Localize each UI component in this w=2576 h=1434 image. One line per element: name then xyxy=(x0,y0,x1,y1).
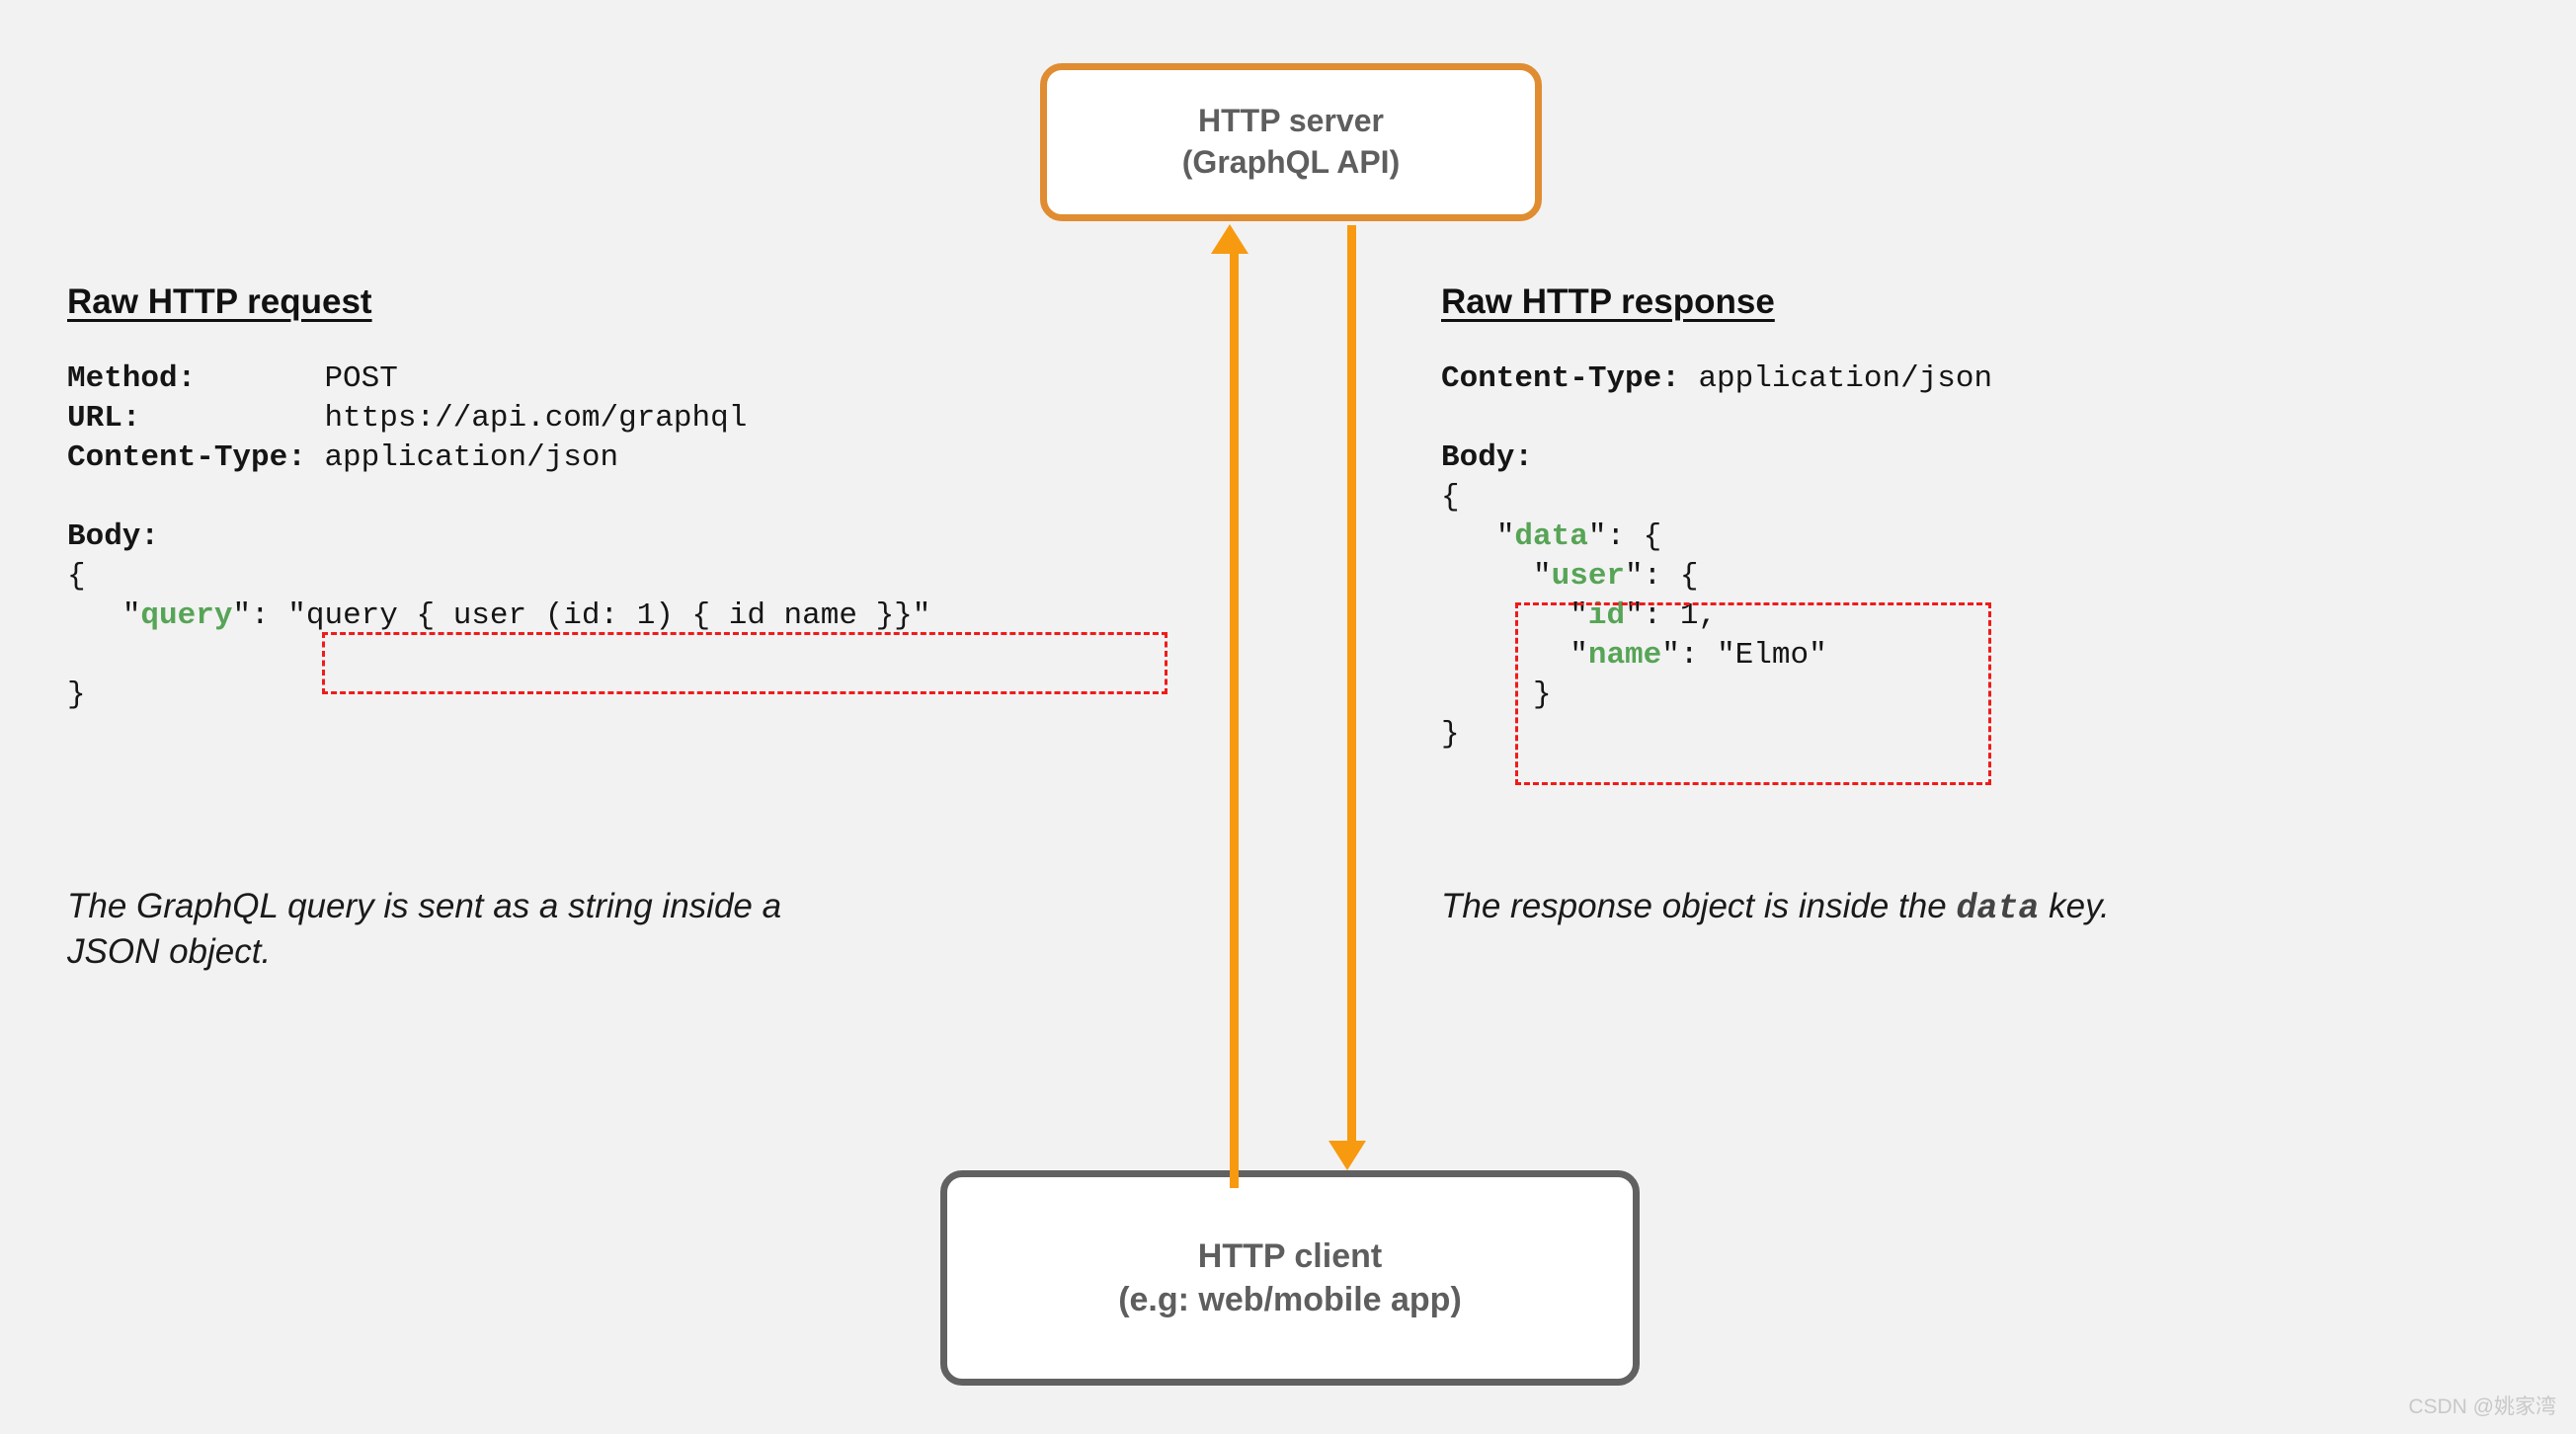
csdn-watermark: CSDN @姚家湾 xyxy=(2408,1395,2556,1418)
http-client-subtitle: (e.g: web/mobile app) xyxy=(1118,1281,1462,1318)
request-field-label-url: URL: xyxy=(67,401,325,436)
response-line-2-suffix: ": { xyxy=(1625,559,1699,594)
response-caption-before: The response object is inside the xyxy=(1441,887,1957,925)
request-key-quote-close: " xyxy=(232,598,252,633)
request-body-block: Body: { "query": "query { user (id: 1) {… xyxy=(67,518,930,715)
request-field-value-method: POST xyxy=(324,361,398,396)
http-server-title: HTTP server xyxy=(1198,103,1384,139)
response-json-key-id: id xyxy=(1587,598,1626,633)
response-line-1-indent xyxy=(1441,519,1496,554)
request-query-string-value: "query { user (id: 1) { id name }}" xyxy=(287,598,931,633)
http-server-node: HTTP server (GraphQL API) xyxy=(1040,63,1542,221)
request-field-value-content-type: application/json xyxy=(324,440,619,475)
response-line-1-prefix: " xyxy=(1495,519,1515,554)
response-line-4-suffix: ": "Elmo" xyxy=(1661,638,1827,673)
request-field-value-url: https://api.com/graphql xyxy=(324,401,748,436)
response-field-label-content-type: Content-Type: xyxy=(1441,361,1699,396)
request-field-label-content-type: Content-Type: xyxy=(67,440,325,475)
request-body-close-brace: } xyxy=(67,677,86,712)
response-caption-data-key: data xyxy=(1956,889,2040,928)
response-arrow-down-icon xyxy=(1328,1141,1366,1170)
response-line-5-prefix: } xyxy=(1533,677,1552,712)
request-heading: Raw HTTP request xyxy=(67,282,372,321)
request-field-label-method: Method: xyxy=(67,361,325,396)
response-line-3-prefix: " xyxy=(1570,598,1588,633)
response-fields: Content-Type: application/json xyxy=(1441,359,1992,399)
request-caption: The GraphQL query is sent as a string in… xyxy=(67,887,782,972)
response-line-6-prefix: } xyxy=(1441,717,1460,752)
request-key-colon: : xyxy=(251,598,288,633)
response-json-key-name: name xyxy=(1587,638,1662,673)
response-line-2-prefix: " xyxy=(1533,559,1552,594)
request-body-indent xyxy=(67,598,122,633)
raw-http-request-panel: Raw HTTP request Method: POST URL: https… xyxy=(67,282,930,715)
request-json-key-query: query xyxy=(140,598,233,633)
request-spacer xyxy=(67,478,930,518)
http-server-subtitle: (GraphQL API) xyxy=(1181,144,1401,180)
http-client-node: HTTP client (e.g: web/mobile app) xyxy=(940,1170,1640,1386)
response-heading: Raw HTTP response xyxy=(1441,282,1775,321)
response-line-5-indent xyxy=(1441,677,1533,712)
response-body-block: Body: { "data": { "user": { "id": 1, "na… xyxy=(1441,438,1992,755)
response-arrow-shaft xyxy=(1347,225,1356,1144)
response-line-4-indent xyxy=(1441,638,1570,673)
request-key-quote-open: " xyxy=(121,598,141,633)
response-json-key-data: data xyxy=(1514,519,1588,554)
response-spacer xyxy=(1441,399,1992,438)
request-arrow-shaft xyxy=(1230,243,1239,1188)
request-arrow-up-icon xyxy=(1211,224,1248,254)
raw-http-response-panel: Raw HTTP response Content-Type: applicat… xyxy=(1441,282,1992,755)
response-line-1-suffix: ": { xyxy=(1587,519,1662,554)
response-json-key-user: user xyxy=(1551,559,1626,594)
response-line-2-indent xyxy=(1441,559,1533,594)
request-fields: Method: POST URL: https://api.com/graphq… xyxy=(67,359,930,478)
request-body-open-brace: { xyxy=(67,559,86,594)
response-line-4-prefix: " xyxy=(1570,638,1588,673)
response-body-label: Body: xyxy=(1441,440,1534,475)
response-line-3-indent xyxy=(1441,598,1570,633)
http-client-title: HTTP client xyxy=(1197,1236,1383,1275)
request-body-label: Body: xyxy=(67,519,160,554)
response-line-0-prefix: { xyxy=(1441,480,1460,515)
response-field-value-content-type: application/json xyxy=(1698,361,1993,396)
response-caption-after: key. xyxy=(2039,887,2110,925)
response-line-3-suffix: ": 1, xyxy=(1625,598,1718,633)
response-caption: The response object is inside the data k… xyxy=(1441,884,2231,931)
